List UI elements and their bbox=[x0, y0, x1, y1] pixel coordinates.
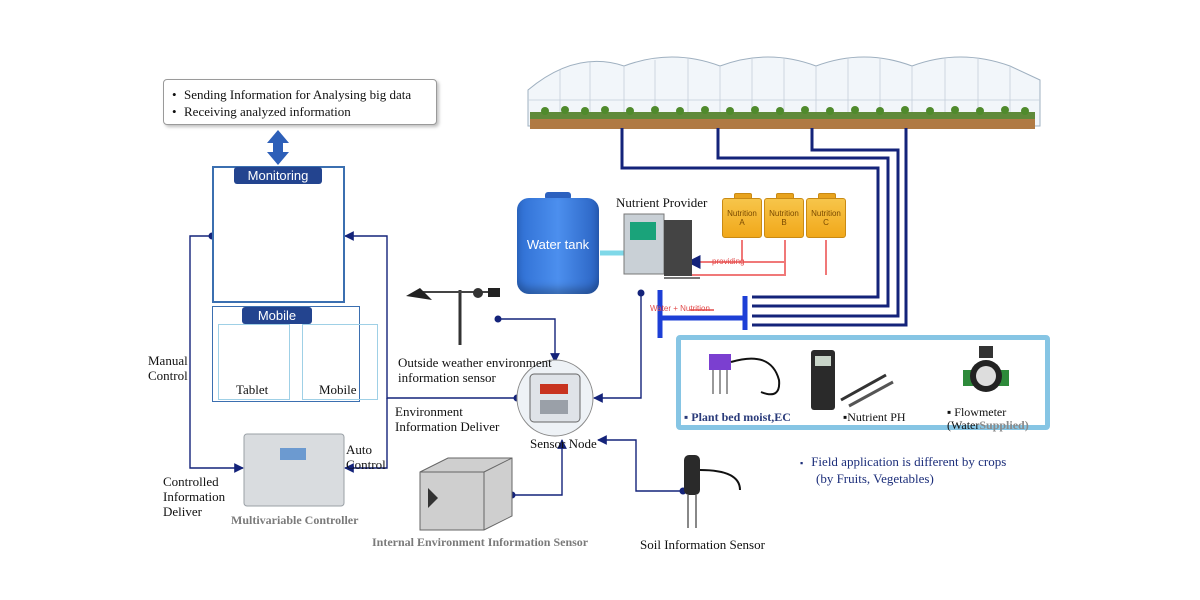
info-line-2: • Receiving analyzed information bbox=[172, 103, 428, 120]
label-line: Information bbox=[163, 489, 226, 504]
environment-info-label: Environment Information Deliver bbox=[395, 404, 499, 434]
nutrient-ph-text: Nutrient PH bbox=[847, 410, 906, 424]
nutrient-provider-label: Nutrient Provider bbox=[616, 195, 708, 210]
flowmeter-text: (Water bbox=[947, 418, 980, 432]
soil-sensor-label: Soil Information Sensor bbox=[640, 537, 765, 552]
sensor-icons bbox=[709, 346, 1009, 410]
plant-bed-text: Plant bed moist,EC bbox=[691, 410, 791, 424]
label-line: Deliver bbox=[163, 504, 202, 519]
nutrition-letter: B bbox=[781, 218, 787, 227]
label-line: Auto bbox=[346, 442, 372, 457]
info-line-text: Receiving analyzed information bbox=[184, 104, 351, 119]
controlled-info-label: Controlled Information Deliver bbox=[163, 474, 225, 519]
nutrient-provider-machine bbox=[623, 213, 700, 279]
monitoring-panel bbox=[212, 166, 345, 303]
soil-sensor-device bbox=[684, 455, 741, 528]
tablet-frame bbox=[218, 324, 290, 400]
provider-to-node-line bbox=[593, 293, 642, 403]
sensor-to-monitoring-line bbox=[344, 231, 517, 399]
outside-weather-label: Outside weather environment information … bbox=[398, 355, 552, 385]
flowmeter-text: Supplied) bbox=[979, 418, 1029, 432]
label-line: Control bbox=[148, 368, 188, 383]
label-line: Control bbox=[346, 457, 386, 472]
info-box: • Sending Information for Analysing big d… bbox=[163, 79, 437, 125]
controller-label: Multivariable Controller bbox=[231, 513, 359, 527]
plant-bed-label: ▪ Plant bed moist,EC bbox=[684, 410, 791, 424]
nutrition-label: Nutrition bbox=[811, 209, 841, 218]
nutrition-label: Nutrition bbox=[727, 209, 757, 218]
label-line: Outside weather environment bbox=[398, 355, 552, 370]
double-arrow bbox=[267, 130, 289, 165]
ph-meter-icon bbox=[811, 350, 894, 410]
greenhouse-supply-lines bbox=[620, 128, 908, 327]
mobile-label: Mobile bbox=[319, 382, 357, 397]
label-line: Environment bbox=[395, 404, 463, 419]
water-tank-label: Water tank bbox=[526, 237, 590, 252]
water-nutrition-pipe bbox=[657, 290, 748, 330]
sensor-node-label: Sensor Node bbox=[530, 436, 597, 451]
sensor-node-device bbox=[516, 359, 594, 437]
plant-bed-sensor-icon bbox=[709, 354, 781, 396]
weather-station bbox=[406, 288, 500, 345]
flowmeter-label: ▪ Flowmeter (WaterSupplied) bbox=[947, 405, 1029, 432]
tank-cap bbox=[545, 192, 571, 200]
info-line-1: • Sending Information for Analysing big d… bbox=[172, 86, 428, 103]
internal-to-node-line bbox=[512, 439, 567, 496]
nutrient-ph-label: ▪Nutrient PH bbox=[843, 410, 906, 424]
manual-control-line bbox=[189, 235, 244, 473]
field-note: ▪ Field application is different by crops… bbox=[800, 454, 1006, 487]
nutrition-letter: C bbox=[823, 218, 829, 227]
auto-control-line bbox=[344, 398, 388, 473]
auto-control-label: Auto Control bbox=[346, 442, 386, 472]
note-bullet: ▪ bbox=[800, 458, 804, 468]
tablet-label: Tablet bbox=[236, 382, 269, 397]
bullet: • bbox=[172, 104, 177, 119]
bullet: • bbox=[172, 87, 177, 102]
note-line: (by Fruits, Vegetables) bbox=[816, 471, 934, 486]
flowmeter-text: Flowmeter bbox=[954, 405, 1007, 419]
water-nutrition-label: Water + Nutrition bbox=[650, 304, 710, 313]
controller-device bbox=[243, 433, 345, 507]
label-line: information sensor bbox=[398, 370, 496, 385]
label-line: Information Deliver bbox=[395, 419, 500, 434]
phone-frame bbox=[302, 324, 378, 400]
flowmeter-icon bbox=[963, 346, 1009, 392]
label-line: Manual bbox=[148, 353, 188, 368]
monitoring-title: Monitoring bbox=[234, 167, 322, 184]
mobile-title: Mobile bbox=[242, 307, 312, 324]
info-line-text: Sending Information for Analysing big da… bbox=[184, 87, 412, 102]
water-tank bbox=[517, 198, 599, 294]
internal-sensor-box bbox=[419, 457, 513, 531]
label-line: Controlled bbox=[163, 474, 219, 489]
sensors-panel: ▪ Plant bed moist,EC ▪Nutrient PH ▪ Flow… bbox=[676, 335, 1050, 432]
internal-env-label: Internal Environment Information Sensor bbox=[372, 535, 589, 549]
nutrition-tank-b: Nutrition B bbox=[764, 198, 804, 238]
nutrition-label: Nutrition bbox=[769, 209, 799, 218]
note-line: Field application is different by crops bbox=[811, 454, 1007, 469]
providing-label: providing bbox=[712, 257, 745, 266]
nutrition-tank-c: Nutrition C bbox=[806, 198, 846, 238]
nutrition-letter: A bbox=[739, 218, 745, 227]
nutrition-pipes bbox=[690, 240, 827, 276]
nutrition-tank-a: Nutrition A bbox=[722, 198, 762, 238]
soil-to-node-line bbox=[597, 435, 683, 492]
greenhouse bbox=[527, 56, 1041, 129]
weather-to-node-line bbox=[498, 318, 560, 363]
manual-control-label: Manual Control bbox=[148, 353, 188, 383]
